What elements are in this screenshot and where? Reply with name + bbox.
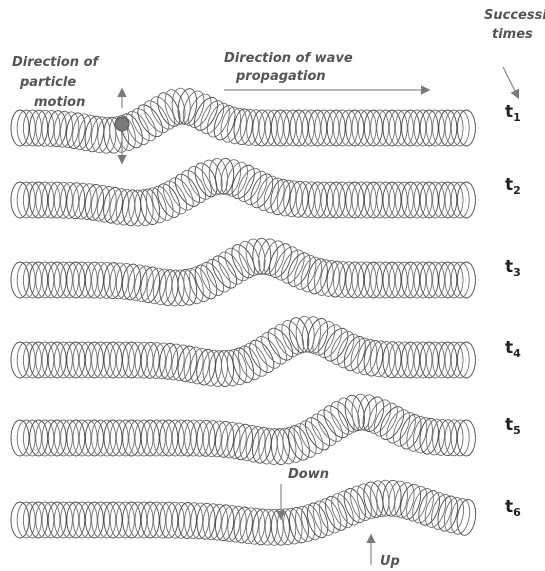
- slinky-coil: [177, 166, 211, 206]
- slinky-coil: [152, 342, 172, 379]
- slinky-coil: [202, 503, 223, 540]
- slinky-coil: [151, 268, 174, 306]
- slinky-coil: [97, 117, 116, 154]
- slinky-coil: [139, 97, 174, 137]
- slinky-coil: [164, 343, 186, 381]
- propagation-label-line2: propagation: [235, 69, 326, 84]
- slinky-coil: [257, 427, 279, 465]
- slinky-springs: [11, 87, 478, 545]
- slinky-coil: [158, 343, 179, 380]
- slinky-coil: [224, 347, 250, 386]
- slinky-coil: [188, 347, 212, 386]
- slinky-coil: [95, 185, 119, 224]
- time-label-t3: t3: [505, 257, 521, 279]
- slinky-coil: [77, 183, 99, 221]
- slinky-coil: [435, 494, 461, 533]
- slinky-coil: [132, 265, 156, 303]
- slinky-coil: [121, 263, 143, 301]
- slinky-coil: [175, 345, 199, 384]
- slinky-coil: [257, 328, 292, 368]
- slinky-coil: [226, 505, 248, 543]
- particle-marker: [115, 117, 129, 131]
- slinky-coil: [72, 182, 93, 219]
- slinky-coil: [237, 424, 261, 463]
- slinky-coil: [276, 508, 297, 545]
- slinky-coil: [201, 349, 223, 387]
- slinky-coil: [58, 111, 80, 149]
- time-label-t1: t1: [505, 102, 521, 124]
- slinky-coil: [109, 262, 129, 299]
- slinky-coil: [146, 93, 180, 133]
- slinky-coil: [292, 504, 318, 543]
- slinky-coil: [181, 266, 207, 305]
- down-label: Down: [288, 467, 329, 482]
- slinky-coil: [138, 187, 162, 226]
- slinky-coil: [231, 423, 255, 462]
- slinky-coil: [208, 503, 229, 540]
- time-label-t5: t5: [505, 415, 521, 437]
- slinky-coil: [313, 406, 348, 446]
- slinky-coil: [320, 325, 353, 365]
- slinky-coil: [208, 420, 228, 457]
- slinky-row-4: [11, 315, 475, 387]
- successive-times-label-line2: times: [492, 27, 533, 42]
- slinky-coil: [361, 480, 386, 519]
- slinky-coil: [214, 421, 235, 459]
- particle-motion-label-line2: particle: [19, 75, 76, 90]
- slinky-coil: [170, 170, 204, 210]
- slinky-coil: [114, 188, 136, 226]
- successive-times-arrow: [503, 67, 518, 97]
- slinky-coil: [181, 346, 205, 385]
- slinky-row-6: [11, 480, 478, 546]
- slinky-coil: [208, 158, 230, 196]
- slinky-coil: [53, 110, 74, 147]
- particle-motion-label-line3: motion: [34, 95, 85, 110]
- slinky-coil: [90, 116, 112, 154]
- up-label: Up: [380, 554, 400, 569]
- slinky-coil: [70, 112, 94, 151]
- slinky-coil: [275, 427, 298, 465]
- slinky-coil: [101, 186, 125, 225]
- slinky-coil: [253, 238, 271, 274]
- propagation-label-line1: Direction of wave: [224, 51, 353, 66]
- slinky-coil: [138, 266, 162, 305]
- slinky-coil: [397, 482, 424, 522]
- slinky-coil: [455, 498, 478, 536]
- time-label-t4: t4: [505, 338, 521, 360]
- slinky-coil: [376, 403, 409, 443]
- slinky-coil: [214, 504, 236, 542]
- slinky-row-2: [11, 158, 475, 227]
- slinky-coil: [298, 502, 325, 542]
- slinky-coil: [129, 190, 147, 226]
- successive-times-label-line1: Successive: [484, 8, 545, 23]
- slinky-coil: [252, 508, 273, 545]
- slinky-coil: [208, 252, 242, 292]
- slinky-row-3: [11, 237, 475, 306]
- slinky-coil: [115, 263, 136, 300]
- particle-motion-label-line1: Direction of: [12, 55, 100, 70]
- time-label-t6: t6: [505, 497, 521, 519]
- slinky-coil: [164, 174, 198, 214]
- slinky-coil: [214, 248, 248, 288]
- time-label-t2: t2: [505, 175, 521, 197]
- slinky-coil: [220, 505, 242, 543]
- slinky-coil: [280, 425, 306, 464]
- slinky-coil: [218, 158, 244, 197]
- slinky-coil: [133, 101, 168, 141]
- slinky-coil: [220, 421, 242, 459]
- slinky-coil: [376, 480, 395, 517]
- slinky-coil: [83, 115, 107, 153]
- slinky-row-5: [11, 393, 475, 465]
